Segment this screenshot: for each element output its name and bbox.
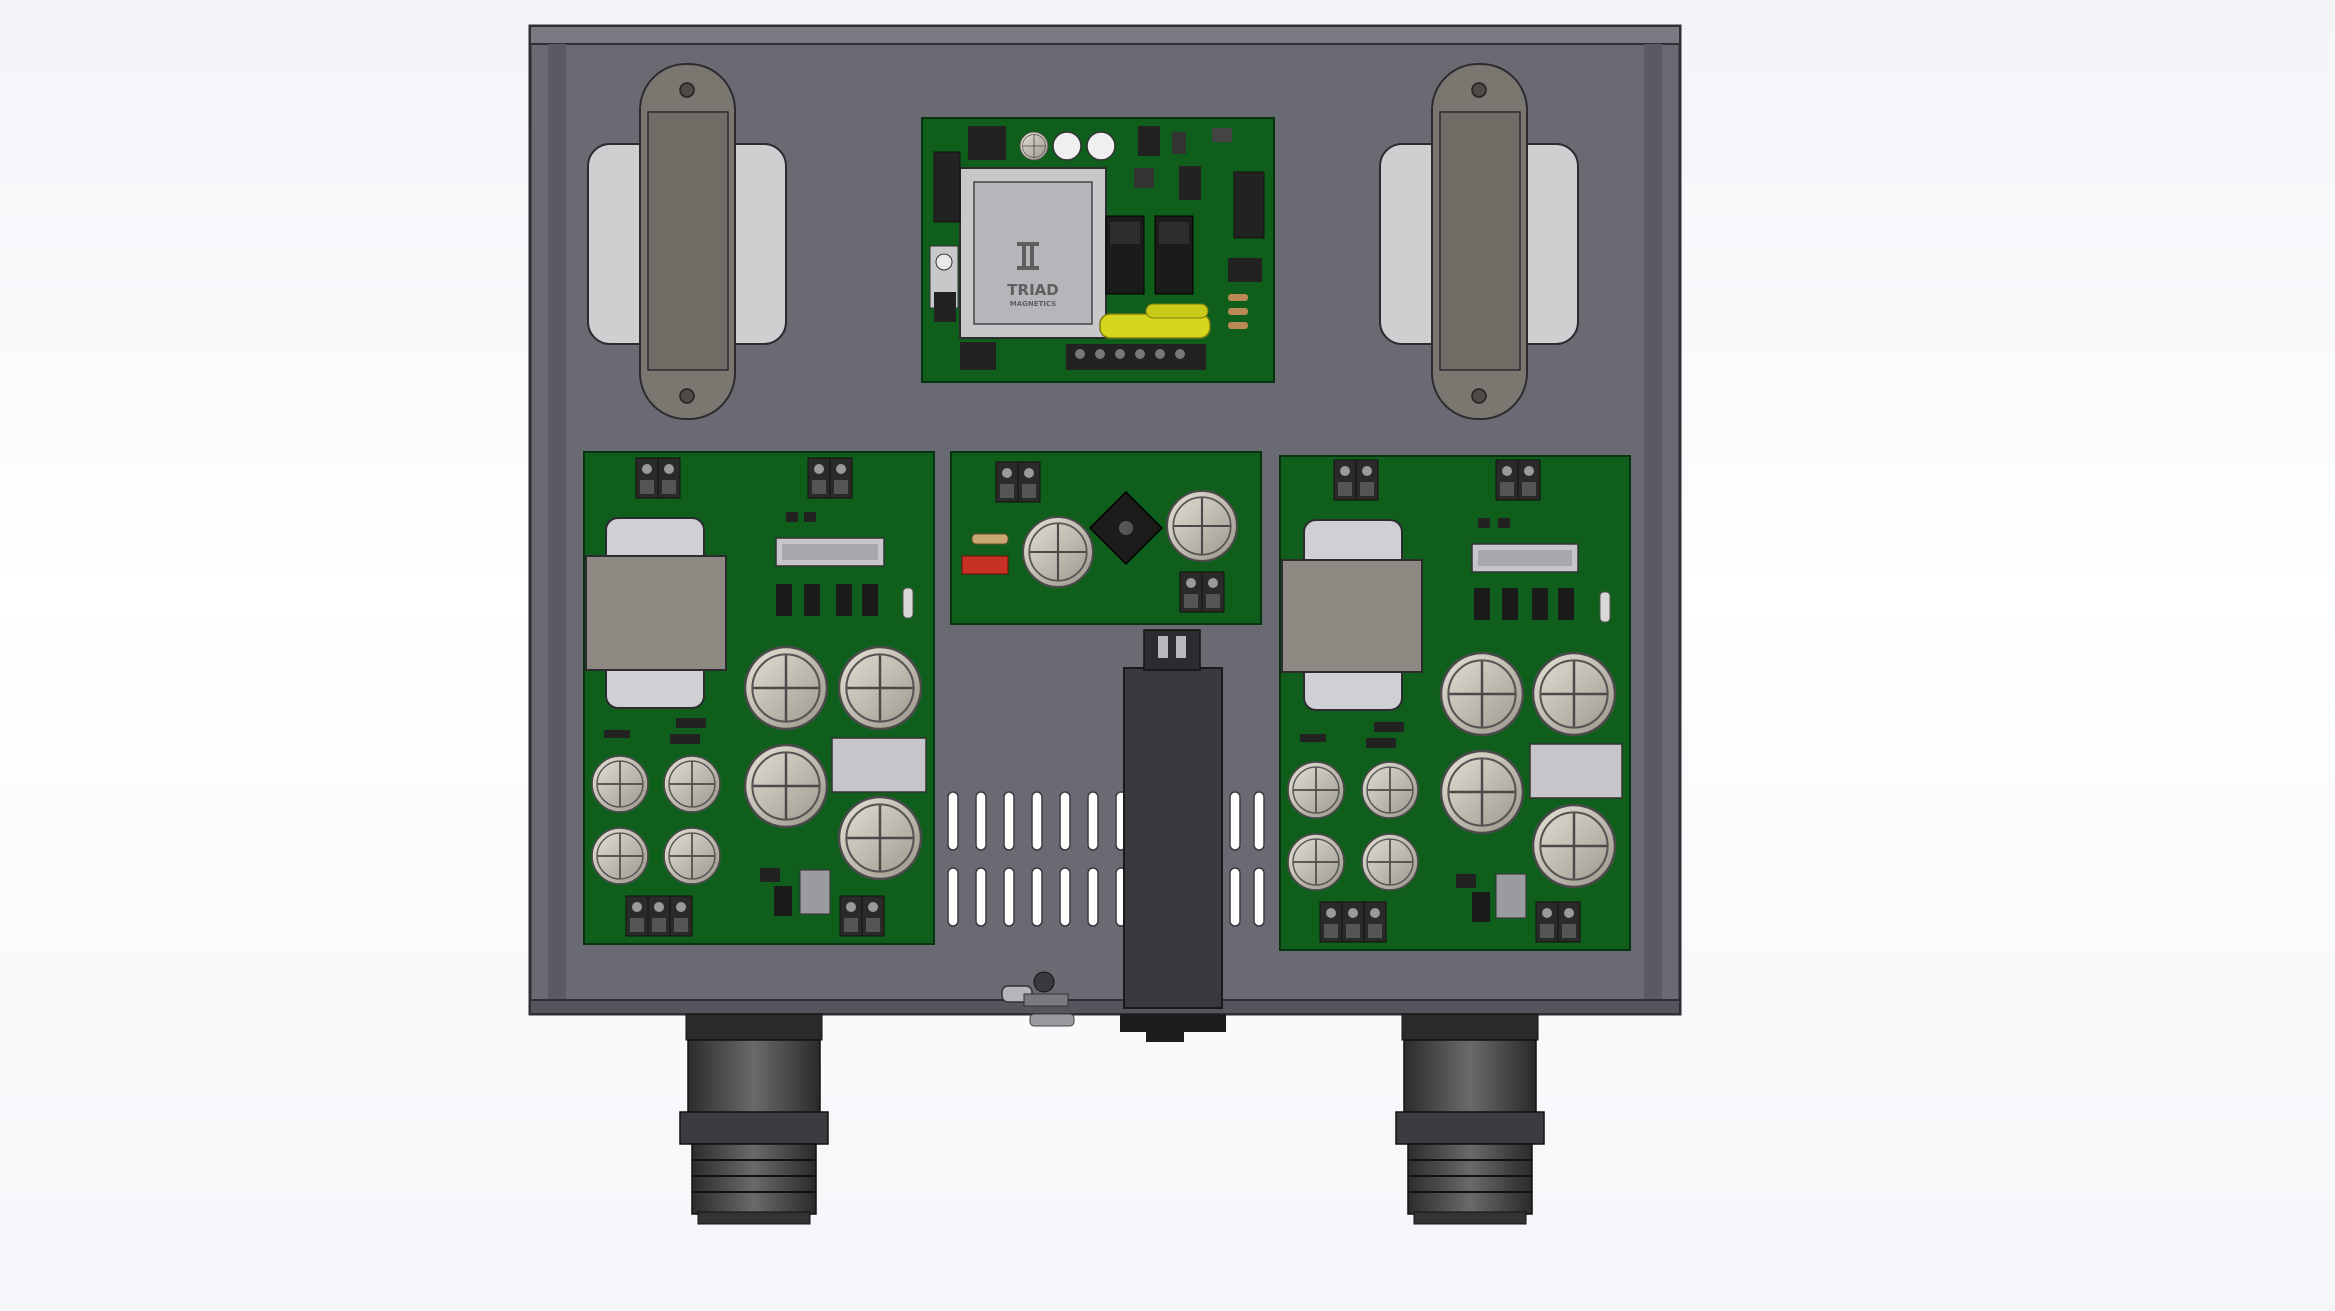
- main-transformer-right: [1379, 63, 1579, 420]
- triad-sublabel: MAGNETICS: [1010, 300, 1056, 308]
- amplifier-pcb-left: [583, 451, 935, 945]
- amplifier-pcb-right: [1279, 455, 1631, 951]
- main-transformer-left: [587, 63, 787, 420]
- control-pcb: TRIAD MAGNETICS: [921, 117, 1275, 383]
- output-connector-right: [1395, 1013, 1545, 1225]
- ground-stud: [1001, 971, 1075, 1027]
- triad-logo: TRIAD MAGNETICS: [1007, 242, 1059, 308]
- output-connector-left: [679, 1013, 829, 1225]
- power-switch-bracket: [1120, 629, 1226, 1042]
- rectifier-pcb: [950, 451, 1262, 625]
- triad-label: TRIAD: [1007, 281, 1058, 299]
